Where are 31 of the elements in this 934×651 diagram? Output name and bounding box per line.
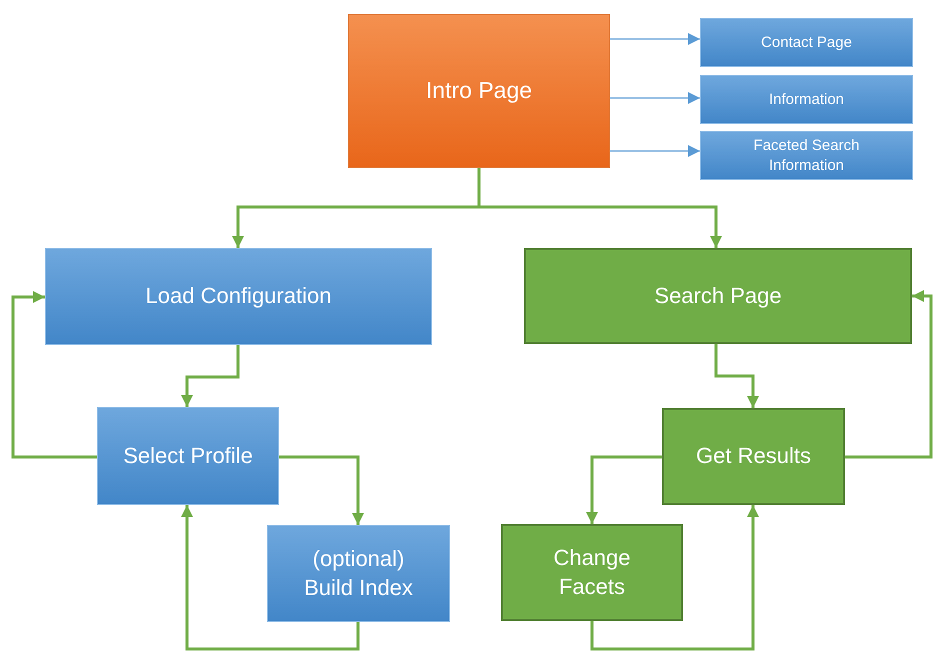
arrow — [590, 505, 759, 650]
process-box — [501, 524, 683, 621]
arrow — [279, 456, 364, 525]
arrow — [610, 33, 700, 45]
arrow — [610, 92, 700, 104]
node-label: Intro Page — [426, 76, 532, 106]
node-label: Load Configuration — [146, 282, 332, 310]
process-box — [97, 407, 279, 505]
process-box — [662, 408, 845, 505]
process-box — [267, 525, 450, 622]
arrow — [586, 456, 662, 524]
arrow — [181, 345, 240, 407]
arrow — [12, 291, 97, 458]
arrow — [845, 290, 932, 458]
node-label: Search Page — [654, 282, 782, 310]
node-label: Change Facets — [552, 544, 632, 600]
process-box — [524, 248, 912, 344]
arrow — [714, 344, 759, 408]
arrow — [181, 505, 360, 650]
page-box — [700, 18, 913, 67]
intro-box — [348, 14, 610, 168]
node-label: (optional) Build Index — [303, 544, 414, 602]
page-box — [700, 131, 913, 180]
process-box — [45, 248, 432, 345]
node-label: Contact Page — [761, 32, 852, 52]
node-label: Information — [768, 90, 844, 110]
node-label: Get Results — [696, 442, 811, 470]
page-box — [700, 75, 913, 124]
node-label: Select Profile — [123, 442, 253, 470]
node-label: Faceted Search Information — [752, 136, 860, 175]
arrow — [610, 145, 700, 157]
